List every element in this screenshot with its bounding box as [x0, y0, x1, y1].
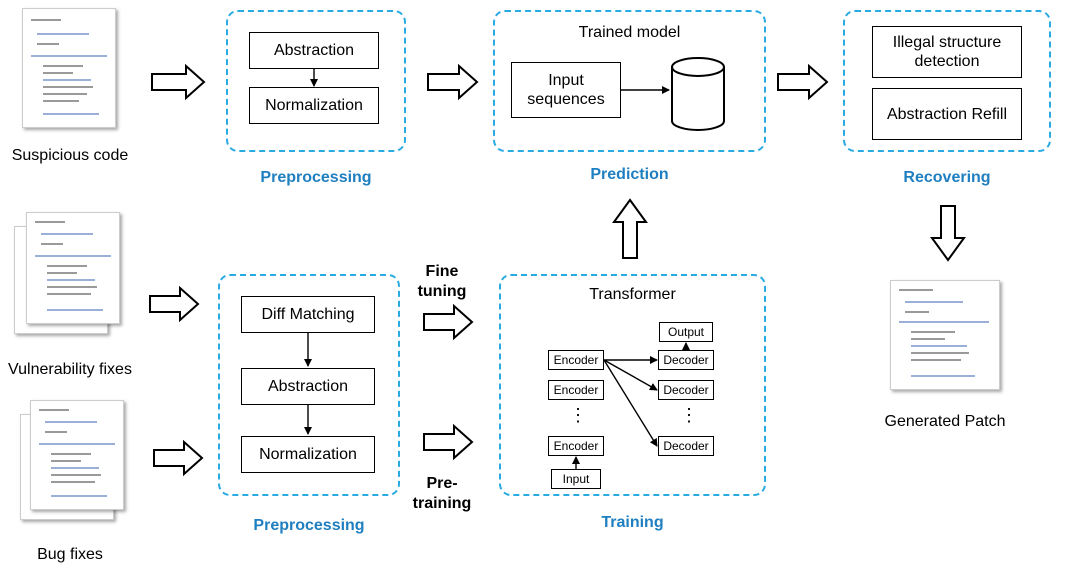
arrow-training-to-prediction [612, 198, 648, 259]
input-sequences-box: Input sequences [511, 62, 621, 118]
connector-encoder-decoder-2 [603, 359, 658, 391]
preprocessing-top-normalization: Normalization [249, 87, 379, 124]
recovering-container [843, 10, 1051, 152]
recovering-label: Recovering [903, 169, 991, 186]
suspicious-code-document-icon [22, 8, 116, 128]
encoder-ellipsis: ⋮ [569, 405, 587, 425]
arrow-preprocessing-to-prediction [427, 63, 479, 101]
arrow-recovering-to-patch [930, 205, 966, 262]
decoder-ellipsis: ⋮ [680, 405, 698, 425]
encoder-box-2: Encoder [548, 380, 604, 400]
preprocessing-top-container [226, 10, 406, 152]
input-box: Input [551, 469, 601, 489]
arrow-prediction-to-recovering [777, 63, 829, 101]
bug-fixes-caption: Bug fixes [37, 546, 103, 563]
preprocessing-bottom-abstraction: Abstraction [241, 368, 375, 405]
decoder-box-1: Decoder [658, 350, 714, 370]
fine-tuning-text: Fine tuning [417, 263, 467, 300]
output-box: Output [659, 322, 713, 342]
training-label: Training [601, 514, 664, 531]
preprocessing-bottom-normalization: Normalization [241, 436, 375, 473]
input-sequences-label: Input sequences [527, 72, 605, 108]
illegal-structure-detection-label: Illegal structure detection [892, 34, 1002, 70]
vulnerability-fix-document-icon [26, 212, 120, 324]
generated-patch-document-icon [890, 280, 1000, 390]
encoder-box-3: Encoder [548, 436, 604, 456]
prediction-label: Prediction [590, 166, 669, 183]
preprocessing-bottom-container [218, 274, 400, 496]
preprocessing-top-abstraction: Abstraction [249, 32, 379, 69]
decoder-box-3: Decoder [658, 436, 714, 456]
arrow-pre-training [423, 423, 474, 461]
abstraction-refill-box: Abstraction Refill [872, 88, 1022, 140]
transformer-title: Transformer [589, 286, 676, 303]
vulnerability-fixes-caption: Vulnerability fixes [8, 361, 132, 378]
preprocessing-top-label: Preprocessing [260, 169, 372, 186]
model-database-icon [671, 57, 725, 131]
pre-training-text: Pre-training [412, 475, 472, 512]
arrow-bugfixes-to-preprocessing [153, 439, 204, 477]
arrow-fine-tuning [423, 303, 474, 341]
encoder-box-1: Encoder [548, 350, 604, 370]
preprocessing-bottom-label: Preprocessing [253, 517, 365, 534]
illegal-structure-detection-box: Illegal structure detection [872, 26, 1022, 78]
generated-patch-caption: Generated Patch [884, 413, 1006, 430]
training-container [499, 274, 766, 496]
arrow-vulnfixes-to-preprocessing [149, 285, 200, 323]
fine-tuning-label: Fine tuning [398, 262, 486, 302]
bug-fix-document-icon [30, 400, 124, 510]
decoder-box-2: Decoder [658, 380, 714, 400]
connector-encoder-decoder-3 [603, 359, 658, 447]
pre-training-label: Pre-training [398, 474, 486, 514]
trained-model-title: Trained model [578, 24, 681, 41]
diff-matching-box: Diff Matching [241, 296, 375, 333]
suspicious-code-caption: Suspicious code [11, 147, 129, 164]
arrow-suspicious-to-preprocessing [151, 63, 206, 101]
prediction-container [493, 10, 766, 152]
